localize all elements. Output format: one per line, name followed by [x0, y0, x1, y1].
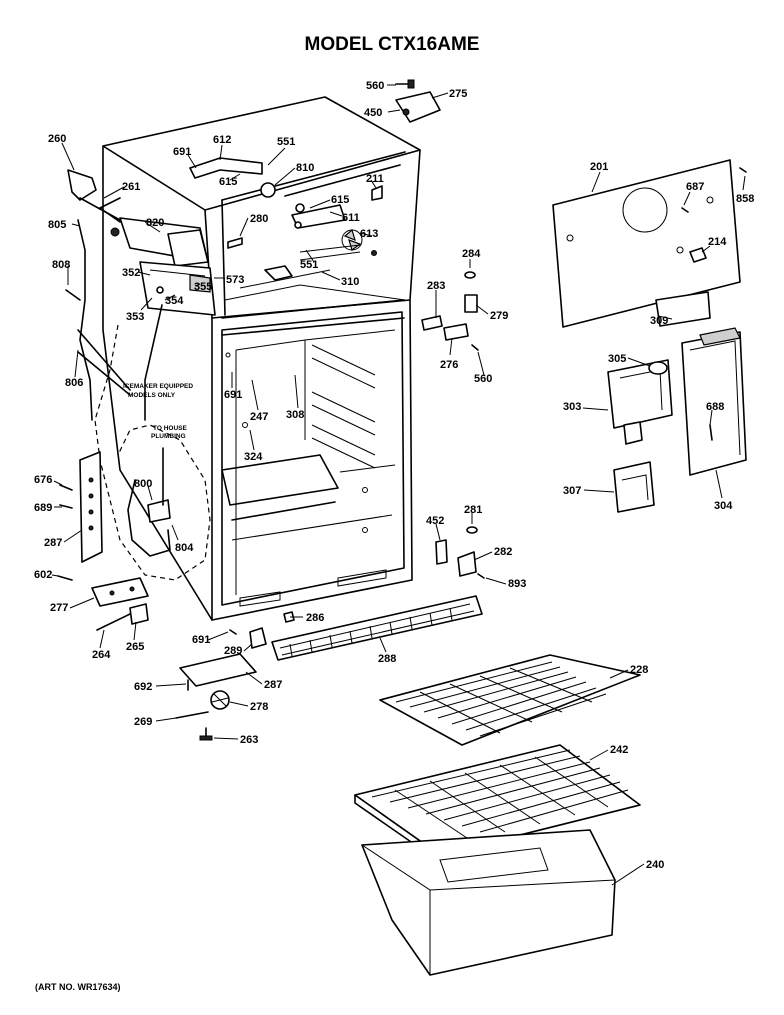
cabinet [102, 96, 421, 621]
label-plate [655, 291, 711, 327]
callout-560-b: 560 [474, 373, 492, 385]
callout-354: 354 [165, 295, 184, 307]
callout-691: 691 [173, 146, 191, 158]
icemaker-note-line1: ICEMAKER EQUIPPED [123, 383, 193, 390]
callout-551-b: 551 [300, 259, 318, 271]
callout-805: 805 [48, 219, 66, 231]
callout-277: 277 [50, 602, 68, 614]
callout-282: 282 [494, 546, 512, 558]
crisper-drawer [361, 829, 616, 976]
callout-615-b: 615 [331, 194, 349, 206]
icemaker-assembly [67, 169, 216, 316]
callout-800: 800 [134, 478, 152, 490]
plumbing-note-line1: TO HOUSE [153, 425, 187, 432]
callout-450: 450 [364, 107, 382, 119]
callout-573: 573 [226, 274, 244, 286]
callout-307: 307 [563, 485, 581, 497]
water-line-routing [65, 219, 211, 581]
callout-304: 304 [714, 500, 733, 512]
callout-602: 602 [34, 569, 52, 581]
callout-611: 611 [342, 212, 360, 224]
callout-806: 806 [65, 377, 83, 389]
callout-269: 269 [134, 716, 152, 728]
callout-858: 858 [736, 193, 754, 205]
callout-820: 820 [146, 217, 164, 229]
callout-287-b: 287 [264, 679, 282, 691]
callout-265: 265 [126, 641, 144, 653]
callout-560: 560 [366, 80, 384, 92]
callout-279: 279 [490, 310, 508, 322]
callout-284: 284 [462, 248, 481, 260]
callout-280: 280 [250, 213, 268, 225]
callout-289: 289 [224, 645, 242, 657]
plumbing-note-line2: PLUMBING [151, 433, 186, 440]
callout-242: 242 [610, 744, 628, 756]
callout-310: 310 [341, 276, 359, 288]
callout-692: 692 [134, 681, 152, 693]
callout-352: 352 [122, 267, 140, 279]
callout-287: 287 [44, 537, 62, 549]
shelf-228 [379, 654, 641, 746]
callout-275: 275 [449, 88, 467, 100]
icemaker-note-line2: MODELS ONLY [128, 392, 176, 399]
callout-263: 263 [240, 734, 258, 746]
callout-691-c: 691 [192, 634, 210, 646]
callout-804: 804 [175, 542, 194, 554]
callout-264: 264 [92, 649, 111, 661]
callout-810: 810 [296, 162, 314, 174]
callout-308: 308 [286, 409, 304, 421]
callout-260: 260 [48, 133, 66, 145]
defrost-parts [421, 271, 479, 351]
top-hinge [395, 79, 441, 123]
door-stop-hardware [435, 526, 485, 579]
callout-283: 283 [427, 280, 445, 292]
diagram-title: MODEL CTX16AME [305, 34, 480, 55]
callout-893: 893 [508, 578, 526, 590]
callout-808: 808 [52, 259, 70, 271]
callout-214: 214 [708, 236, 727, 248]
callout-687: 687 [686, 181, 704, 193]
callout-201: 201 [590, 161, 608, 173]
callout-324: 324 [244, 451, 263, 463]
callout-309: 309 [650, 315, 668, 327]
ice-dispenser-parts [607, 327, 747, 513]
leader-lines [51, 84, 746, 886]
callout-240: 240 [646, 859, 664, 871]
callout-305: 305 [608, 353, 626, 365]
callout-286: 286 [306, 612, 324, 624]
callout-303: 303 [563, 401, 581, 413]
callout-labels: 560 275 450 260 612 551 691 810 615 211 … [34, 80, 754, 871]
callout-688: 688 [706, 401, 724, 413]
callout-613: 613 [360, 228, 378, 240]
callout-551: 551 [277, 136, 295, 148]
callout-278: 278 [250, 701, 268, 713]
leveling-and-bottom-parts [57, 575, 295, 741]
callout-452: 452 [426, 515, 444, 527]
callout-247: 247 [250, 411, 268, 423]
evaporator-fan-assembly [189, 157, 383, 281]
callout-261: 261 [122, 181, 140, 193]
art-number: (ART NO. WR17634) [35, 982, 121, 992]
callout-615: 615 [219, 176, 237, 188]
callout-612: 612 [213, 134, 231, 146]
callout-288: 288 [378, 653, 396, 665]
callout-281: 281 [464, 504, 482, 516]
callout-355: 355 [194, 281, 212, 293]
callout-353: 353 [126, 311, 144, 323]
callout-676: 676 [34, 474, 52, 486]
callout-689: 689 [34, 502, 52, 514]
callout-691-b: 691 [224, 389, 242, 401]
callout-228: 228 [630, 664, 648, 676]
lower-hinge-side [59, 451, 103, 563]
callout-276: 276 [440, 359, 458, 371]
callout-211: 211 [366, 173, 384, 185]
kick-grille [271, 595, 483, 661]
